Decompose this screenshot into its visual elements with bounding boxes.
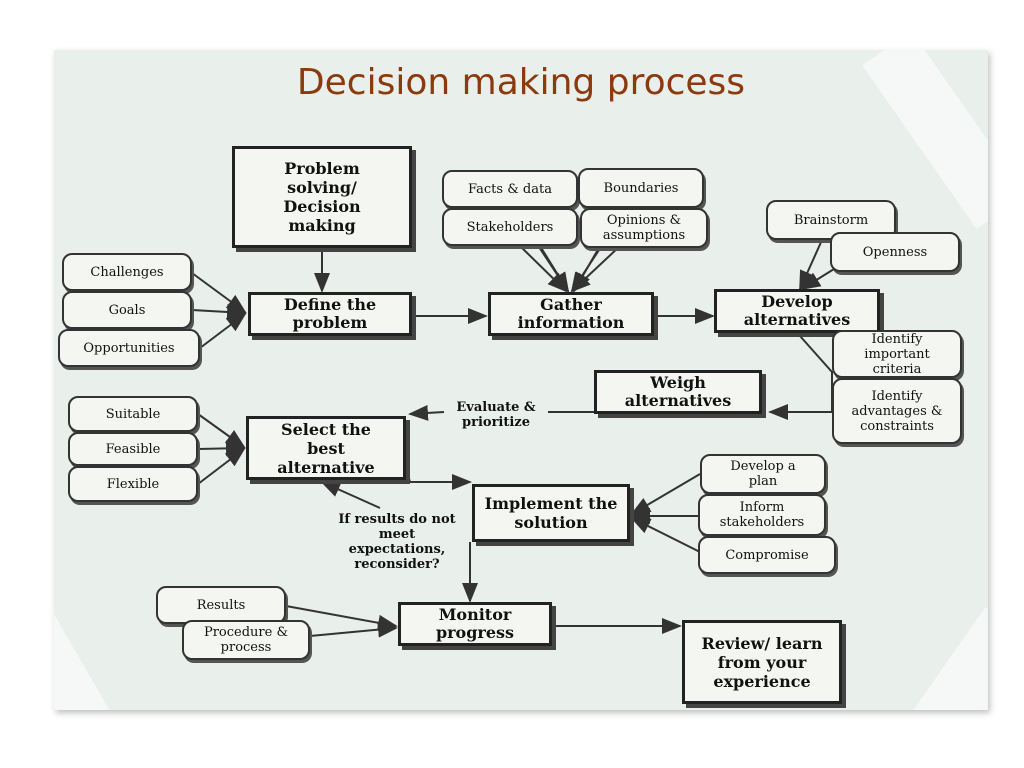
node-define-problem: Define the problem (248, 292, 412, 336)
input-suitable: Suitable (68, 396, 198, 432)
label-reconsider: If results do not meet expectations, rec… (338, 512, 456, 572)
input-procedure-process: Procedure & process (182, 620, 310, 660)
label-evaluate-prioritize: Evaluate & prioritize (456, 400, 536, 430)
node-monitor-progress: Monitor progress (398, 602, 552, 646)
input-develop-plan: Develop a plan (700, 454, 826, 494)
input-flexible: Flexible (68, 466, 198, 502)
input-results: Results (156, 586, 286, 624)
input-openness: Openness (830, 232, 960, 272)
input-identify-advantages: Identify advantages & constraints (832, 378, 962, 444)
node-implement-solution: Implement the solution (472, 484, 630, 542)
node-problem-solving: Problem solving/ Decision making (232, 146, 412, 248)
page-title: Decision making process (296, 62, 746, 103)
input-compromise: Compromise (698, 536, 836, 574)
input-challenges: Challenges (62, 253, 192, 291)
node-review-learn: Review/ learn from your experience (682, 620, 842, 704)
input-feasible: Feasible (68, 432, 198, 466)
node-develop-alternatives: Develop alternatives (714, 289, 880, 333)
node-gather-information: Gather information (488, 292, 654, 336)
input-opinions-assumptions: Opinions & assumptions (580, 208, 708, 248)
input-stakeholders: Stakeholders (442, 208, 578, 246)
input-identify-criteria: Identify important criteria (832, 330, 962, 378)
node-weigh-alternatives: Weigh alternatives (594, 370, 762, 414)
node-select-best-alternative: Select the best alternative (246, 416, 406, 480)
input-inform-stakeholders: Inform stakeholders (698, 494, 826, 536)
input-boundaries: Boundaries (578, 168, 704, 208)
input-opportunities: Opportunities (58, 329, 200, 367)
input-facts-data: Facts & data (442, 170, 578, 208)
input-goals: Goals (62, 291, 192, 329)
